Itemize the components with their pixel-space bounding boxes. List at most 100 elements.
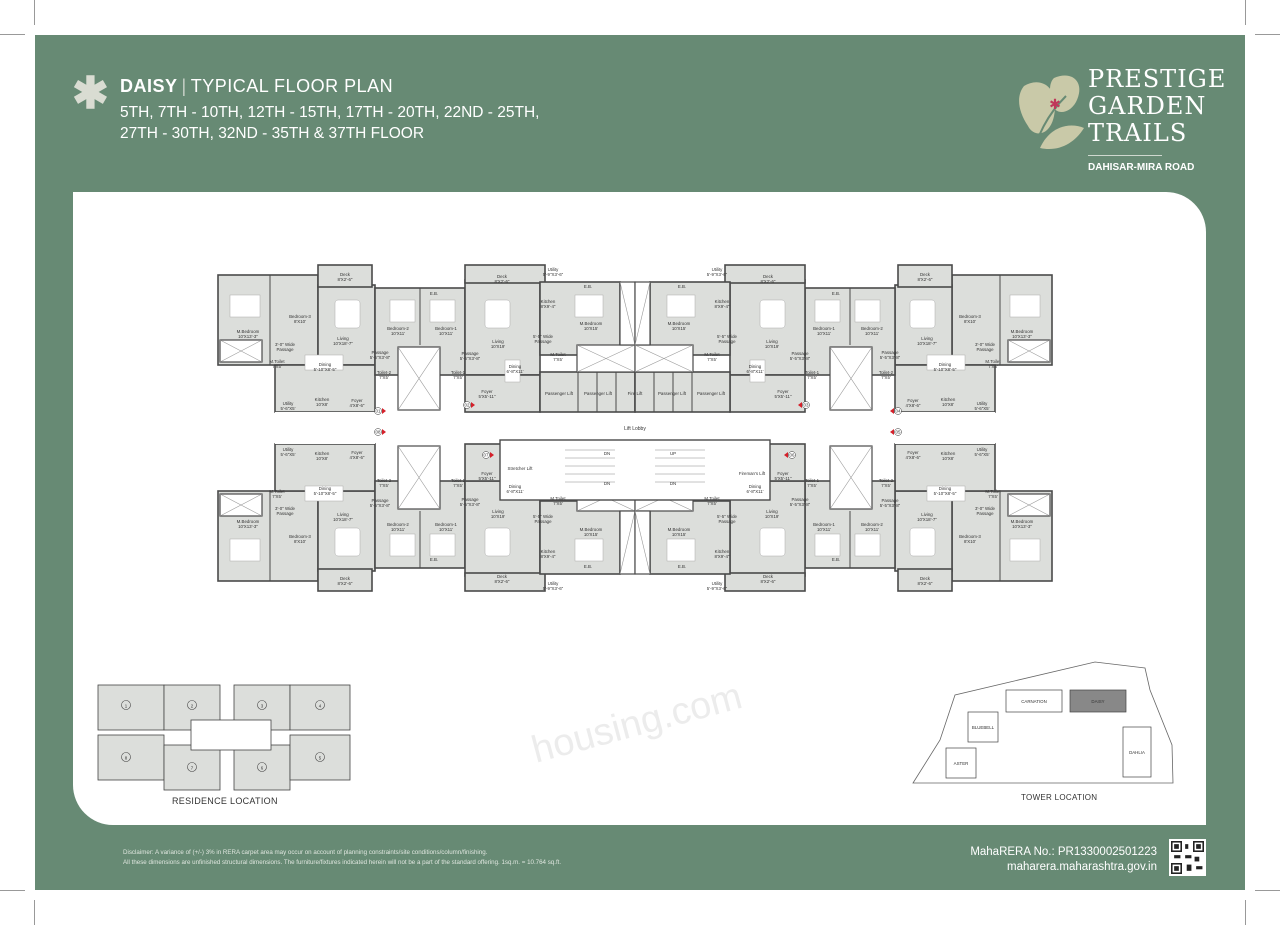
room-dimension: 10'X11' [865,527,879,532]
room-dimension: 8'X10' [294,319,306,324]
room-label: M.Toilet [985,359,1001,364]
unit-entry-marker [374,407,382,415]
room-label: Living [766,509,778,514]
room-label: Bedroom-3 [289,534,311,539]
room-dimension: 7'X5' [272,364,282,369]
brand-line: PRESTIGE [1088,65,1227,93]
asterisk-flower-icon: ✱ [72,69,109,118]
room-dimension: 5'-5"X3'-8" [880,355,901,360]
room-dimension: 7'X5' [553,357,563,362]
room-dimension: 6'-8"X11' [746,489,763,494]
lift-label: Fire Lift [628,391,643,396]
room-dimension: 5'-5"X3'-8" [370,503,391,508]
room-label: Deck [763,274,774,279]
unit-location-marker [187,700,197,710]
room-label: 3'-0" Wide [975,342,996,347]
stair-core [499,439,771,501]
room-label: E.B. [430,291,438,296]
tower-label: CARNATION [1021,699,1047,704]
room-dimension: Passage [718,519,736,524]
staircase [565,449,705,483]
room-label: Bedroom-2 [387,326,409,331]
room-dimension: 10'X8' [942,456,954,461]
entry-arrow-icon [890,429,894,435]
room-label: Bedroom-3 [959,314,981,319]
room-dimension: 7'X5' [707,357,717,362]
room-label: Kitchen [315,397,330,402]
entry-arrow-icon [490,452,494,458]
rera-url[interactable]: maharera.maharashtra.gov.in [1007,861,1157,873]
room-dimension: 10'X15' [672,326,687,331]
room-label: Bedroom-3 [289,314,311,319]
room-dimension: 10'X13'-3" [1012,524,1032,529]
room-label: M.Bedroom [1011,519,1034,524]
svg-text:✱: ✱ [1049,96,1061,112]
room-label: Kitchen [315,451,330,456]
room-label: Bedroom-1 [435,326,457,331]
room-dimension: 5'-9"X3'-6" [707,586,728,591]
room-dimension: Passage [976,347,994,352]
room-label: Toilet-1 [805,478,820,483]
room-label: Toilet-1 [805,370,820,375]
firemans-lift-label: Fireman's Lift [739,471,766,476]
room-dimension: 10'X11' [817,527,831,532]
room-label: E.B. [678,284,686,289]
room-label: M.Toilet [550,352,566,357]
room-label: Passage [371,350,389,355]
plan-title: TYPICAL FLOOR PLAN [190,76,394,96]
room-label: Kitchen [541,299,556,304]
qr-code-icon[interactable] [1169,839,1206,876]
room-dimension: 8'X10' [964,539,976,544]
room-dimension: 7'X5' [379,375,389,380]
room-dimension: 7'X5' [881,375,891,380]
room-label: Utility [283,447,295,452]
disclaimer-line: Disclaimer: A variance of (+/-) 3% in RE… [123,849,488,856]
room-label: Passage [791,497,809,502]
room-dimension: 5'-6"X5' [281,452,296,457]
room-dimension: 7'X5' [553,501,563,506]
room-dimension: 10'X11' [817,331,831,336]
room-label: E.B. [832,557,840,562]
room-dimension: 8'X2'-6" [918,581,933,586]
unit-location-number: 5 [319,755,322,760]
room-label: Living [921,512,933,517]
unit-entry-marker [482,451,490,459]
room-dimension: 8'X2'-6" [761,279,776,284]
room-label: Deck [920,272,931,277]
room-dimension: 10'X19' [765,344,780,349]
room-label: Kitchen [941,397,956,402]
room-dimension: Passage [976,511,994,516]
room-dimension: 7'X5' [881,483,891,488]
room-label: Toilet-1 [451,370,466,375]
project-location: DAHISAR-MIRA ROAD [1088,162,1195,173]
room-label: Utility [283,401,295,406]
room-dimension: 10'X11' [391,527,405,532]
crop-mark [1255,34,1280,35]
room-dimension: 10'X19' [491,344,506,349]
unit-entry-marker [802,401,810,409]
room-label: Deck [497,274,508,279]
unit-location-number: 2 [191,703,194,708]
room-label: E.B. [584,284,592,289]
lift-label: Passenger Lift [697,391,726,396]
unit-location-number: 3 [261,703,264,708]
room-label: E.B. [584,564,592,569]
room-dimension: 5'-9"X3'-6" [543,586,564,591]
unit-location-marker [121,752,131,762]
entry-arrow-icon [890,408,894,414]
room-label: Foyer [481,389,493,394]
room-label: Foyer [351,398,363,403]
room-label: M.Bedroom [237,329,260,334]
room-dimension: 10'X13'-3" [1012,334,1032,339]
tower-label: BLUEBELL [972,725,995,730]
room-dimension: 5'-5"X3'-8" [460,356,481,361]
room-dimension: Passage [718,339,736,344]
crop-mark [1245,0,1246,25]
room-dimension: 10'X8' [316,456,328,461]
room-label: Utility [712,267,724,272]
room-label: Living [492,339,504,344]
room-label: Bedroom-2 [387,522,409,527]
room-dimension: 5'-5"X3'-8" [790,356,811,361]
room-dimension: 10'X11' [439,527,453,532]
